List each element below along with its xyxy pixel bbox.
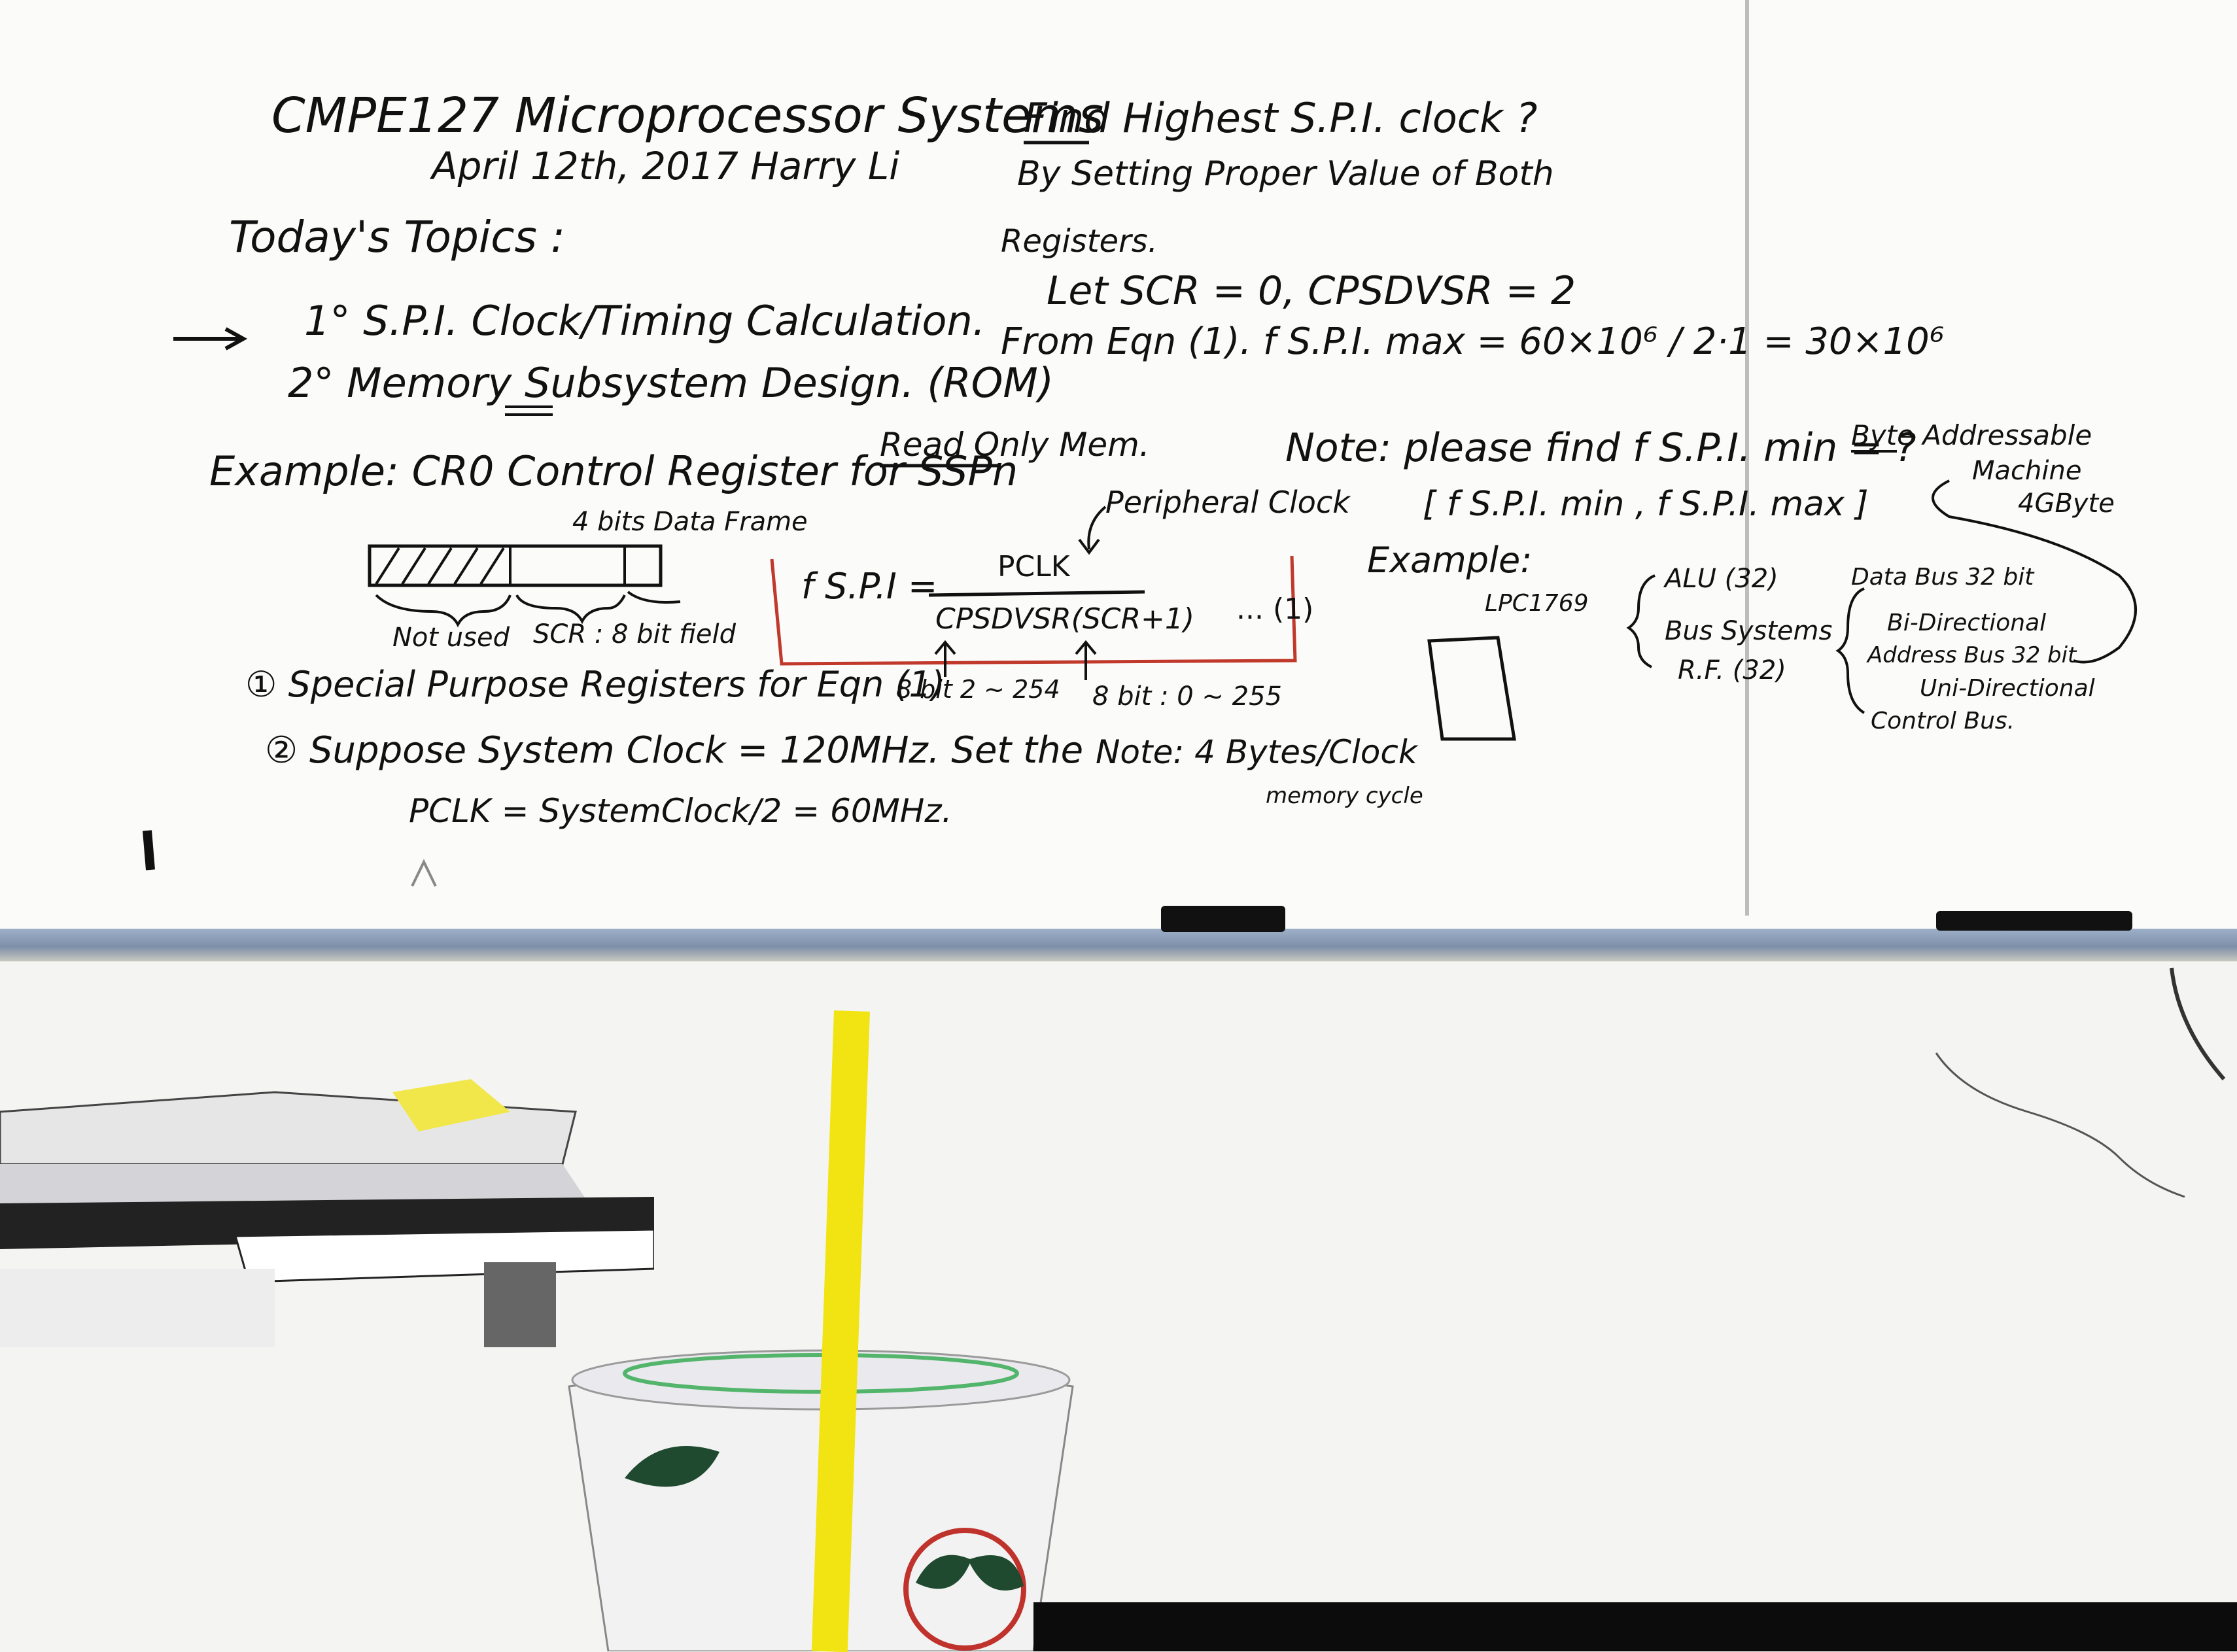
let-line: Let SCR = 0, CPSDVSR = 2 [1047,268,1576,314]
cpsdvsr-range: 8 bit 2 ~ 254 [896,675,1060,704]
note-bytes-sub: memory cycle [1266,783,1423,809]
byte-addressable-label: Byte Addressable [1851,419,2092,451]
note-bytes: Note: 4 Bytes/Clock [1096,733,1417,771]
dark-foreground-edge [1033,1602,2237,1651]
topics-heading: Today's Topics : [229,212,566,262]
register-scr-field: SCR : 8 bit field [533,619,737,649]
step-2-continued: PCLK = SystemClock/2 = 60MHz. [409,792,952,830]
bus-systems-label: Bus Systems [1665,616,1833,646]
wall-scribble [1935,967,2226,1198]
byte-machine-label: Machine [1972,456,2082,486]
formula-tag: ... (1) [1236,593,1314,626]
scr-range: 8 bit : 0 ~ 255 [1092,681,1282,712]
example-2-chip: LPC1769 [1485,590,1589,617]
example-2-heading: Example: [1367,540,1533,581]
find-line-3: Registers. [1001,223,1158,260]
from-eqn-line: From Eqn (1). f S.P.I. max = 60×10⁶ / 2·… [1001,320,1945,363]
register-bits-label: 4 bits Data Frame [572,507,808,537]
rf-label: R.F. (32) [1678,655,1786,685]
address-bus-direction: Uni-Directional [1920,675,2095,702]
step-2: ② Suppose System Clock = 120MHz. Set the [265,729,1084,772]
marker-tray [0,929,2237,961]
topic-2: 2° Memory Subsystem Design. (ROM) [288,359,1054,407]
whiteboard-ink-drawings [143,141,2137,887]
address-bus-label: Address Bus 32 bit [1867,642,2077,668]
formula-denominator: CPSDVSR(SCR+1) [935,602,1195,636]
note-find-min: Note: please find f S.P.I. min = ? [1285,425,1916,471]
course-title: CMPE127 Microprocessor Systems [271,88,1104,144]
eraser-1 [1161,906,1285,932]
data-bus-direction: Bi-Directional [1887,610,2047,636]
example-heading: Example: CR0 Control Register for SSPn [209,447,1018,495]
topic-1: 1° S.P.I. Clock/Timing Calculation. [304,297,986,345]
byte-size-label: 4GByte [2018,489,2115,519]
eraser-2 [1936,911,2132,931]
desk-objects [0,1079,654,1347]
data-bus-label: Data Bus 32 bit [1851,564,2034,591]
whiteboard: CMPE127 Microprocessor Systems April 12t… [143,0,2137,916]
whiteboard-panel-seam [1745,0,1749,916]
step-1: ① Special Purpose Registers for Eqn (1) [245,664,945,705]
find-heading: Find Highest S.P.I. clock ? [1024,94,1538,142]
register-not-used: Not used [392,623,510,653]
date-author: April 12th, 2017 Harry Li [432,144,900,188]
alu-label: ALU (32) [1665,564,1778,594]
control-bus-label: Control Bus. [1871,708,2015,734]
find-line-2: By Setting Proper Value of Both [1017,154,1554,194]
formula-numerator: PCLK [997,550,1070,583]
formula-lhs: f S.P.I = [801,566,938,607]
rom-note: Read Only Mem. [880,426,1150,464]
peripheral-clock-label: Peripheral Clock [1105,485,1350,520]
range-line: [ f S.P.I. min , f S.P.I. max ] [1423,485,1869,524]
